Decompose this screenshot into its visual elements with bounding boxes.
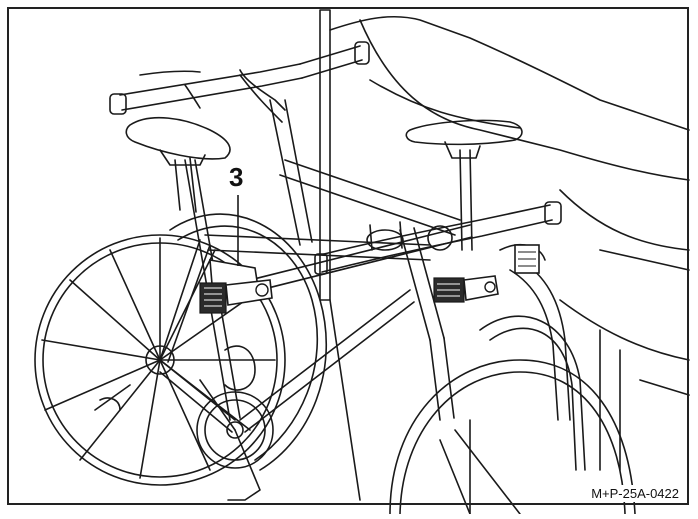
clamp-left bbox=[199, 259, 273, 314]
callout-number: 3 bbox=[229, 162, 244, 192]
clamp-right bbox=[433, 244, 540, 303]
figure-reference-code: M+P-25A-0422 bbox=[588, 485, 682, 502]
vehicle-body bbox=[319, 9, 690, 501]
rear-wheel-back-bike bbox=[169, 213, 328, 471]
front-bike-handlebars bbox=[314, 201, 562, 275]
front-wheel-back-bike bbox=[479, 315, 586, 471]
figure-frame bbox=[7, 7, 689, 505]
carrier-bar bbox=[249, 221, 473, 293]
handlebars bbox=[109, 41, 370, 123]
rear-wheel-front-bike bbox=[34, 234, 286, 486]
back-bike-frame bbox=[269, 99, 523, 251]
front-wheel-front-bike bbox=[389, 359, 636, 515]
